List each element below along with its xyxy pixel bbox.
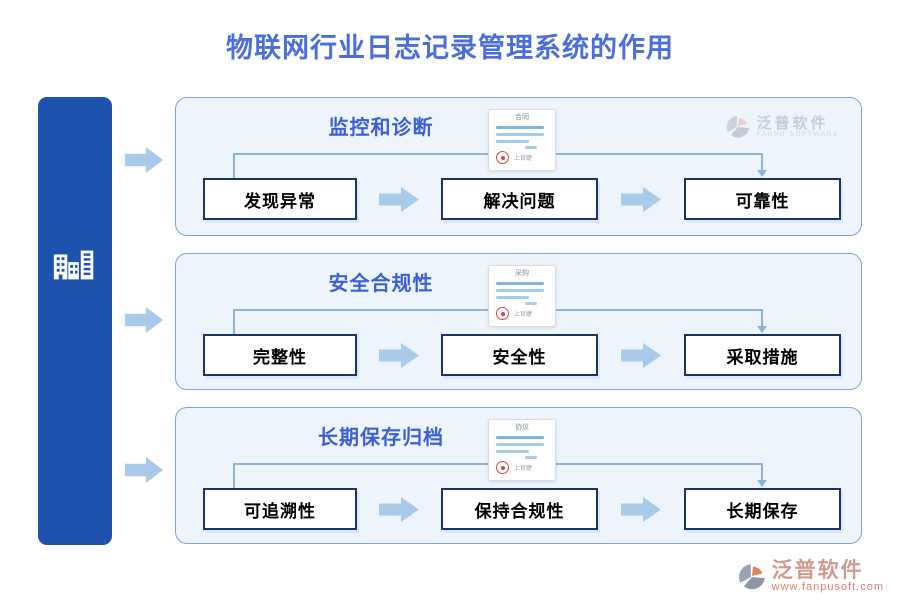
right-arrow-icon (621, 343, 661, 368)
document-text-line (496, 140, 530, 143)
buildings-icon (53, 250, 94, 280)
connector-line (761, 309, 763, 327)
document-text-line (496, 289, 544, 292)
document-signature: 上官婕 (514, 156, 533, 162)
connector-arrowhead (757, 480, 767, 487)
document-text-line (496, 282, 544, 285)
section-title: 安全合规性 (328, 273, 434, 295)
flow-box: 可靠性 (684, 178, 841, 220)
document-text-line (496, 296, 530, 299)
flow-box: 完整性 (203, 334, 357, 376)
document-icon: 合同 上官婕 (488, 109, 556, 171)
connector-arrowhead (757, 170, 767, 177)
right-arrow-icon (125, 147, 163, 173)
document-text-line (496, 443, 544, 446)
right-arrow-icon (379, 343, 419, 368)
document-label: 合同 (515, 114, 529, 121)
right-arrow-icon (621, 497, 661, 522)
flow-box: 采取措施 (684, 334, 841, 376)
right-arrow-icon (621, 187, 661, 212)
document-icon: 采购 上官婕 (488, 265, 556, 327)
connector-line (233, 309, 235, 335)
section-title: 长期保存归档 (318, 427, 444, 449)
flow-box: 保持合规性 (441, 488, 598, 530)
flow-box: 长期保存 (684, 488, 841, 530)
right-arrow-icon (125, 307, 163, 333)
section-title: 监控和诊断 (328, 117, 434, 139)
connector-line (233, 463, 235, 489)
connector-line (761, 463, 763, 481)
logo-swoosh-icon (726, 116, 749, 138)
seal-icon (496, 461, 509, 474)
flow-box: 解决问题 (441, 178, 598, 220)
document-text-line (525, 146, 537, 149)
footer-logo-name: 泛普软件 (771, 559, 864, 582)
connector-line (761, 153, 763, 171)
document-text-line (496, 450, 530, 453)
watermark-subtitle: FANPU SOFTWARE (756, 130, 839, 138)
right-arrow-icon (379, 497, 419, 522)
document-text-line (496, 126, 544, 129)
document-signature: 上官婕 (514, 312, 533, 318)
watermark: 泛普软件 FANPU SOFTWARE (725, 114, 839, 140)
flow-box: 安全性 (441, 334, 598, 376)
section-panel-security: 安全合规性 采购 上官婕 完整性 安全性 采取措施 (175, 253, 862, 390)
document-text-line (496, 133, 544, 136)
footer-logo-url: www.fanpusoft.com (771, 581, 884, 593)
flow-box: 发现异常 (203, 178, 357, 220)
document-signature: 上官婕 (514, 466, 533, 472)
section-panel-archiving: 长期保存归档 协议 上官婕 可追溯性 保持合规性 长期保存 (175, 407, 862, 544)
page-title: 物联网行业日志记录管理系统的作用 (226, 33, 674, 63)
watermark-name: 泛普软件 (756, 114, 829, 132)
document-label: 采购 (515, 270, 529, 277)
flow-box: 可追溯性 (203, 488, 357, 530)
connector-arrowhead (757, 326, 767, 333)
seal-icon (496, 151, 509, 164)
document-icon: 协议 上官婕 (488, 419, 556, 481)
seal-icon (496, 307, 509, 320)
document-text-line (525, 456, 537, 459)
document-text-line (525, 302, 537, 305)
right-arrow-icon (379, 187, 419, 212)
left-feeder-bar (38, 97, 112, 545)
document-label: 协议 (515, 424, 529, 431)
footer-logo: 泛普软件 www.fanpusoft.com (737, 560, 884, 594)
connector-line (233, 153, 235, 179)
document-text-line (496, 436, 544, 439)
right-arrow-icon (125, 457, 163, 483)
section-panel-monitoring: 监控和诊断 合同 上官婕 泛普软件 FANPU SOFTWARE 发现异常 (175, 97, 862, 236)
footer-logo-icon (738, 564, 765, 590)
